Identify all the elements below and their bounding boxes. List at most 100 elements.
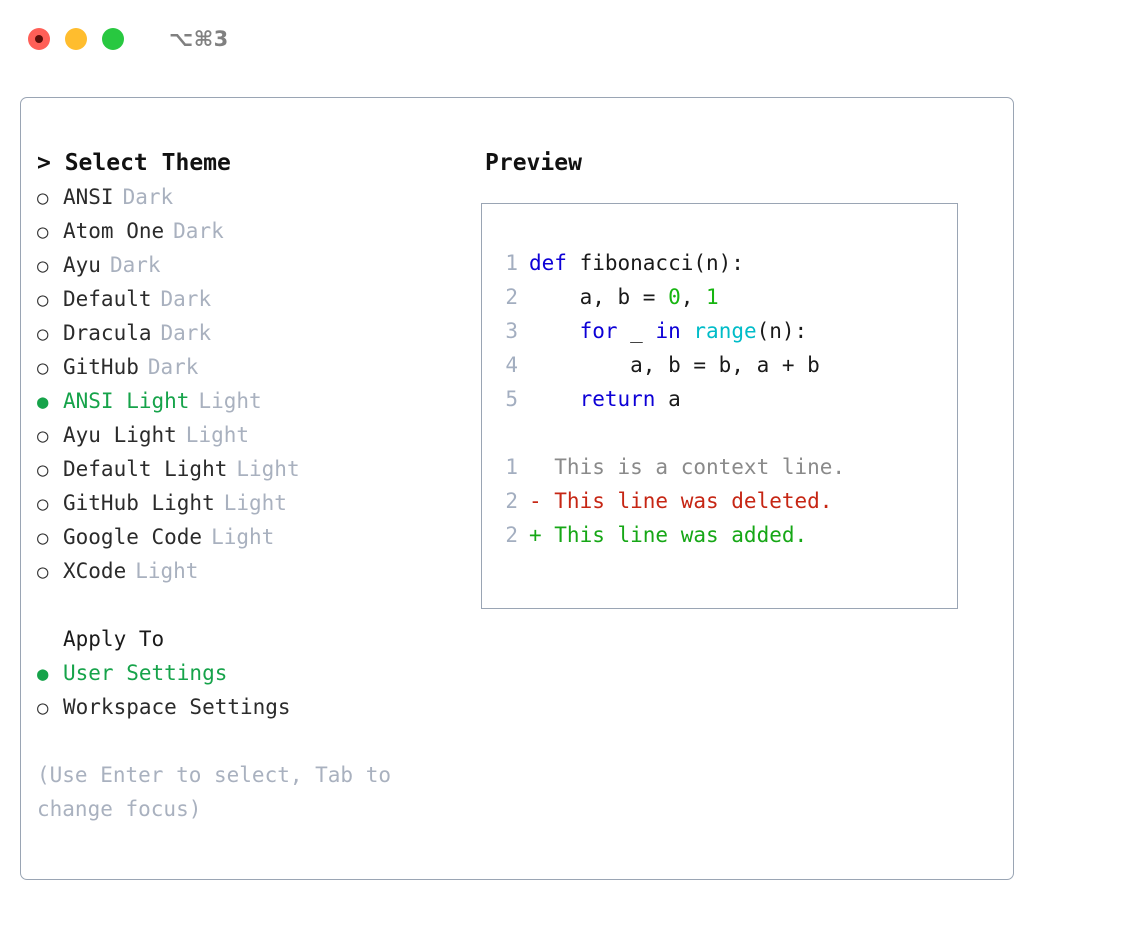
radio-unselected-icon: ○ — [37, 697, 49, 719]
theme-selector-pane: > Select Theme ○ ANSI Dark ○ Atom One Da… — [21, 98, 481, 879]
content-panel: > Select Theme ○ ANSI Dark ○ Atom One Da… — [20, 97, 1014, 880]
radio-unselected-icon: ○ — [37, 527, 49, 549]
theme-option-atom-one-dark[interactable]: ○ Atom One Dark — [37, 214, 481, 248]
radio-unselected-icon: ○ — [37, 221, 49, 243]
code-token-keyword: for — [579, 319, 618, 343]
theme-option-default-dark[interactable]: ○ Default Dark — [37, 282, 481, 316]
diff-line-added: 2 + This line was added. — [492, 518, 957, 552]
code-token-plain: fibonacci(n): — [579, 251, 744, 275]
theme-option-variant: Dark — [160, 321, 212, 345]
radio-unselected-icon: ○ — [37, 323, 49, 345]
radio-unselected-icon: ○ — [37, 255, 49, 277]
apply-to-option-user-settings[interactable]: ● User Settings — [37, 656, 481, 690]
line-number: 2 — [505, 285, 518, 309]
radio-selected-icon: ● — [37, 391, 49, 413]
code-token-plain — [529, 387, 580, 411]
theme-option-label: Ayu — [63, 253, 101, 277]
code-token-builtin: range — [693, 319, 757, 343]
code-line: 2 a, b = 0, 1 — [492, 280, 957, 314]
apply-to-option-workspace-settings[interactable]: ○ Workspace Settings — [37, 690, 481, 724]
line-number: 1 — [505, 251, 518, 275]
apply-to-heading: Apply To — [63, 627, 165, 651]
code-token-plain — [529, 319, 580, 343]
preview-heading: Preview — [485, 150, 582, 176]
code-line: 1 def fibonacci(n): — [492, 246, 957, 280]
theme-option-default-light[interactable]: ○ Default Light Light — [37, 452, 481, 486]
apply-to-option-label: User Settings — [63, 661, 228, 685]
code-token-keyword: return — [579, 387, 656, 411]
theme-option-variant: Light — [236, 457, 300, 481]
keyboard-shortcut-label: ⌥⌘3 — [169, 27, 229, 51]
apply-to-option-label: Workspace Settings — [63, 695, 291, 719]
diff-line-deleted: 2 - This line was deleted. — [492, 484, 957, 518]
code-token-keyword: def — [529, 251, 580, 275]
code-blank-line — [492, 416, 957, 450]
theme-option-ansi-dark[interactable]: ○ ANSI Dark — [37, 180, 481, 214]
diff-line-text: + This line was added. — [529, 523, 808, 547]
title-bar: ⌥⌘3 — [0, 0, 1140, 78]
theme-list[interactable]: ○ ANSI Dark ○ Atom One Dark ○ Ayu Dark — [37, 180, 481, 588]
record-dot-icon — [35, 35, 43, 43]
minimize-window-button[interactable] — [65, 28, 87, 50]
theme-option-label: GitHub Light — [63, 491, 215, 515]
theme-option-label: ANSI — [63, 185, 114, 209]
theme-option-variant: Dark — [109, 253, 161, 277]
code-token-plain: a, b = — [529, 285, 669, 309]
radio-unselected-icon: ○ — [37, 289, 49, 311]
code-token-keyword: in — [655, 319, 681, 343]
theme-option-label: Ayu Light — [63, 423, 177, 447]
theme-option-variant: Light — [135, 559, 199, 583]
code-token-number: 1 — [706, 285, 719, 309]
theme-option-label: XCode — [63, 559, 127, 583]
theme-option-variant: Dark — [173, 219, 224, 243]
theme-option-github-light[interactable]: ○ GitHub Light Light — [37, 486, 481, 520]
radio-selected-icon: ● — [37, 663, 49, 685]
maximize-window-button[interactable] — [102, 28, 124, 50]
theme-option-xcode[interactable]: ○ XCode Light — [37, 554, 481, 588]
radio-unselected-icon: ○ — [37, 561, 49, 583]
theme-option-ansi-light[interactable]: ● ANSI Light Light — [37, 384, 481, 418]
code-token-plain: _ — [617, 319, 656, 343]
keyboard-hint-text: (Use Enter to select, Tab to change focu… — [37, 763, 404, 821]
theme-option-github-dark[interactable]: ○ GitHub Dark — [37, 350, 481, 384]
theme-option-dracula-dark[interactable]: ○ Dracula Dark — [37, 316, 481, 350]
radio-unselected-icon: ○ — [37, 459, 49, 481]
line-number: 5 — [505, 387, 518, 411]
code-line: 3 for _ in range(n): — [492, 314, 957, 348]
page-title: > Select Theme — [37, 150, 231, 176]
theme-option-label: Google Code — [63, 525, 203, 549]
preview-box: 1 def fibonacci(n): 2 a, b = 0, 1 3 for … — [481, 203, 958, 609]
code-line: 4 a, b = b, a + b — [492, 348, 957, 382]
theme-option-variant: Light — [198, 389, 262, 413]
diff-line-text: This is a context line. — [529, 455, 846, 479]
theme-option-variant: Dark — [160, 287, 212, 311]
theme-option-ayu-dark[interactable]: ○ Ayu Dark — [37, 248, 481, 282]
diff-line-context: 1 This is a context line. — [492, 450, 957, 484]
theme-option-label: Default — [63, 287, 152, 311]
line-number: 4 — [505, 353, 518, 377]
line-number: 2 — [505, 489, 518, 513]
theme-option-label: GitHub — [63, 355, 139, 379]
code-token-plain: a, b = b, a + b — [529, 353, 820, 377]
radio-unselected-icon: ○ — [37, 493, 49, 515]
close-window-button[interactable] — [28, 28, 50, 50]
theme-option-google-code[interactable]: ○ Google Code Light — [37, 520, 481, 554]
preview-pane: Preview 1 def fibonacci(n): 2 a, b = 0, … — [481, 98, 1013, 879]
code-token-plain: , — [680, 285, 707, 309]
code-token-plain: a — [655, 387, 681, 411]
theme-option-variant: Light — [185, 423, 250, 447]
code-line: 5 return a — [492, 382, 957, 416]
line-number: 1 — [505, 455, 518, 479]
theme-option-label: Dracula — [63, 321, 152, 345]
radio-unselected-icon: ○ — [37, 187, 49, 209]
code-token-plain — [681, 319, 694, 343]
code-token-plain: (n): — [756, 319, 808, 343]
theme-option-variant: Light — [223, 491, 287, 515]
theme-option-variant: Light — [211, 525, 275, 549]
theme-option-ayu-light[interactable]: ○ Ayu Light Light — [37, 418, 481, 452]
radio-unselected-icon: ○ — [37, 357, 49, 379]
code-token-number: 0 — [668, 285, 681, 309]
theme-option-variant: Dark — [147, 355, 199, 379]
theme-option-label: ANSI Light — [63, 389, 190, 413]
